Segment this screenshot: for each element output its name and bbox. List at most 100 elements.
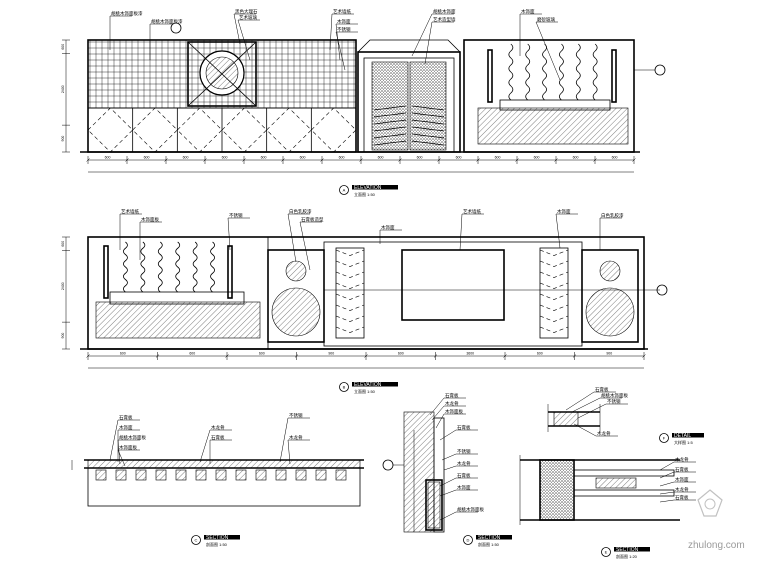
speaker-right xyxy=(581,249,639,343)
vertical-dimension-label: 600 xyxy=(61,44,65,50)
tv-screen xyxy=(401,249,505,321)
leader-note: 磨砂玻璃 xyxy=(537,16,555,23)
leader-note: 白色乳胶漆 xyxy=(601,212,624,219)
section-block xyxy=(175,469,187,481)
dimension-label: 600 xyxy=(189,352,195,356)
elevation-b-title: ELEVATION xyxy=(354,382,382,388)
leader-note: 木龙骨 xyxy=(211,424,225,431)
leader-note: 不锈钢 xyxy=(607,398,621,405)
leader-note: 不锈钢 xyxy=(337,26,351,33)
elevation-a-title: ELEVATION xyxy=(354,185,382,191)
section-block xyxy=(195,469,207,481)
zigzag-line xyxy=(539,249,569,256)
wave-line xyxy=(123,241,128,293)
leader-note: 艺术造型墙 xyxy=(433,16,456,23)
section-c-subtitle: 剖面图 1:50 xyxy=(206,541,228,547)
cabinet-door-diamonds xyxy=(87,107,357,153)
dimension-label: 3600 xyxy=(466,352,474,356)
section-c-title: SECTION xyxy=(206,535,229,541)
section-e-title: SECTION xyxy=(616,547,639,553)
leader-note: 石膏板 xyxy=(445,392,459,399)
door-diamond xyxy=(176,107,223,153)
section-block xyxy=(255,469,267,481)
wave-line xyxy=(559,43,564,101)
leader-note: 石膏板造型 xyxy=(301,216,324,223)
leader-note: 木饰面板 xyxy=(119,444,137,451)
door-leaf-left xyxy=(371,61,409,151)
dimension-label: 600 xyxy=(183,156,189,160)
elevation-b-subtitle: 立面图 1:50 xyxy=(354,388,376,394)
wave-pattern-b xyxy=(123,241,215,293)
dimension-label: 600 xyxy=(456,156,462,160)
leader-note: 不锈钢 xyxy=(457,448,471,455)
section-block xyxy=(275,469,287,481)
leader-note: 木饰面 xyxy=(381,224,395,231)
zigzag-line xyxy=(335,282,365,289)
leader-note: 艺术墙纸 xyxy=(121,208,139,215)
section-block xyxy=(295,469,307,481)
leader-note: 胡桃木饰面板漆 xyxy=(111,10,143,17)
leader-note: 石膏板 xyxy=(675,494,689,501)
leader-note: 木龙骨 xyxy=(445,400,459,407)
leader-note: 胡桃木饰面板 xyxy=(457,506,484,513)
leader-note: 木饰面 xyxy=(675,476,689,483)
section-block xyxy=(235,469,247,481)
leader-note: 木饰面 xyxy=(521,8,535,15)
zigzag-line xyxy=(539,282,569,289)
watermark-text: zhulong.com xyxy=(688,540,745,551)
leader-note: 不锈钢 xyxy=(229,212,243,219)
leader-note: 白色乳胶漆 xyxy=(289,208,312,215)
leader-note: 艺术墙纸 xyxy=(463,208,481,215)
zigzag-line xyxy=(539,271,569,278)
dimension-label: 600 xyxy=(261,156,267,160)
wave-line xyxy=(508,43,514,101)
dimension-label: 600 xyxy=(612,156,618,160)
zigzag-line xyxy=(335,249,365,256)
dimension-label: 600 xyxy=(144,156,150,160)
speaker-right-woofer xyxy=(585,287,635,337)
leader-note: 木饰面 xyxy=(457,484,471,491)
section-block xyxy=(155,469,167,481)
speaker-left-woofer xyxy=(271,287,321,337)
medallion-panel xyxy=(187,41,257,107)
zigzag-line xyxy=(335,293,365,300)
door-diamond xyxy=(132,107,178,153)
decor-zigzag xyxy=(335,247,569,339)
zigzag-line xyxy=(335,271,365,278)
leader-note: 胡桃木饰面板 xyxy=(119,434,146,441)
leader-note: 木龙骨 xyxy=(457,460,471,467)
section-block xyxy=(95,469,107,481)
leader-note: 木龙骨 xyxy=(597,430,611,437)
dimension-label: 600 xyxy=(573,156,579,160)
leader-note: 木龙骨 xyxy=(289,434,303,441)
dimension-label: 900 xyxy=(606,352,612,356)
dimension-label: 600 xyxy=(300,156,306,160)
leader-note: 木龙骨 xyxy=(675,486,689,493)
detail-f-bubble: F xyxy=(663,436,666,441)
wave-line xyxy=(592,43,598,101)
leader-note: 胡桃木饰面板漆 xyxy=(151,18,183,25)
wave-line xyxy=(192,241,198,293)
section-e-subtitle: 剖面图 1:20 xyxy=(616,553,638,559)
dimension-label: 600 xyxy=(259,352,265,356)
leader-note: 黑色大理石 xyxy=(235,8,258,15)
door-diamond xyxy=(221,107,268,153)
leader-note: 艺术玻璃 xyxy=(239,14,257,21)
section-block xyxy=(335,469,347,481)
section-d-title: SECTION xyxy=(478,535,501,541)
watermark-logo xyxy=(697,489,723,517)
wave-line xyxy=(210,241,215,293)
elevation-b-bubble: B xyxy=(343,385,346,390)
dimension-label: 600 xyxy=(222,156,228,160)
door-diamond xyxy=(266,107,312,153)
speaker-left-tweeter xyxy=(285,260,307,282)
leader-note: 木饰面板 xyxy=(445,408,463,415)
section-e-bubble: E xyxy=(605,550,608,555)
speaker-right-tweeter xyxy=(599,260,621,282)
